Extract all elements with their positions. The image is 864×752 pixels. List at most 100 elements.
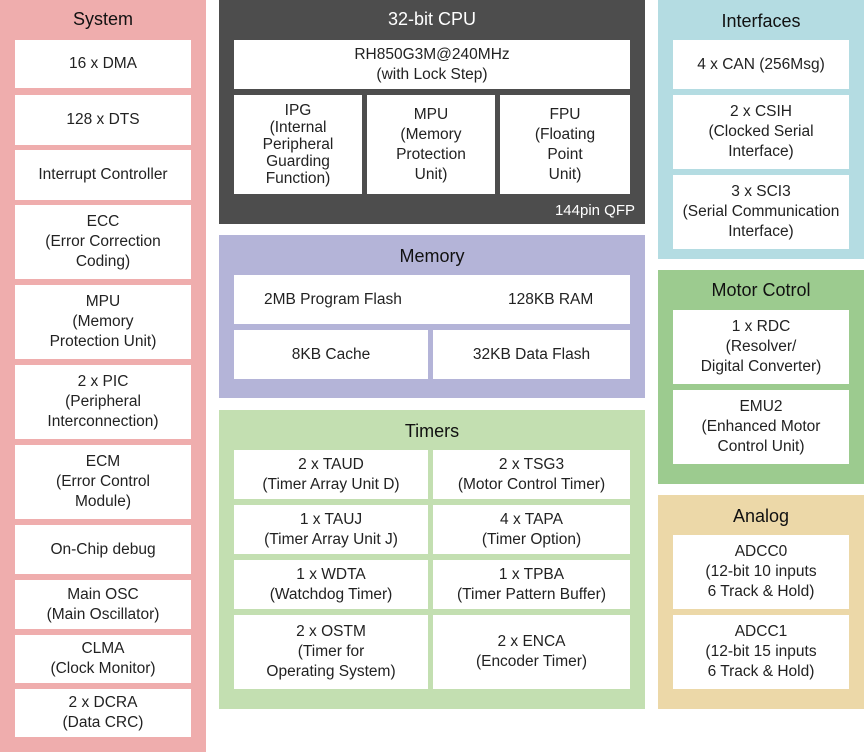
system-item: CLMA (Clock Monitor): [15, 635, 191, 683]
timer-item: 1 x TAUJ (Timer Array Unit J): [234, 505, 428, 554]
timer-item: 1 x WDTA (Watchdog Timer): [234, 560, 428, 609]
box-text-line: Point: [547, 145, 583, 163]
box-text-line: (Timer Array Unit D): [262, 475, 400, 493]
box-text-line: Protection Unit): [49, 333, 157, 350]
box-text-line: MPU: [413, 105, 449, 123]
ram: 128KB RAM: [508, 291, 594, 308]
timer-item: 2 x TAUD (Timer Array Unit D): [234, 450, 428, 499]
box-text-line: (Internal: [269, 119, 327, 136]
system-item: On-Chip debug: [15, 525, 191, 574]
memory-title: Memory: [399, 246, 465, 266]
memory-panel: Memory 2MB Program Flash 128KB RAM 8KB C…: [219, 235, 645, 398]
box-text-line: (Timer Option): [481, 530, 582, 548]
box-text-line: Interconnection): [47, 413, 159, 430]
timer-item: 1 x TPBA (Timer Pattern Buffer): [433, 560, 630, 609]
timer-item: 2 x ENCA (Encoder Timer): [433, 615, 630, 689]
box-text-line: (Peripheral: [65, 393, 141, 410]
box-text-line: ADCC1: [734, 623, 788, 640]
box-text-line: (Error Control: [56, 473, 150, 490]
box-text-line: 2 x PIC: [77, 373, 129, 390]
box-text-line: Peripheral: [262, 136, 334, 153]
box-text-line: (Error Correction: [45, 233, 161, 250]
interface-item: 4 x CAN (256Msg): [673, 40, 849, 89]
box-text-line: (Resolver/: [725, 338, 797, 355]
box-text-line: 1 x TPBA: [498, 565, 565, 583]
package-label: 144pin QFP: [554, 202, 635, 219]
box-text-line: (Memory: [400, 125, 462, 143]
box-text-line: (Encoder Timer): [475, 653, 588, 670]
box-text-line: 2 x TAUD: [298, 455, 364, 473]
box-text-line: 3 x SCI3: [731, 183, 791, 200]
box-text-line: IPG: [284, 102, 312, 119]
box-text-line: 6 Track & Hold): [707, 663, 815, 680]
box-text-line: 4 x TAPA: [500, 510, 563, 528]
box-text-line: Control Unit): [717, 438, 805, 455]
box-text-line: Guarding: [266, 153, 330, 170]
box-text-line: (Motor Control Timer): [457, 475, 606, 493]
box-text-line: (Timer Array Unit J): [264, 530, 398, 548]
box-text-line: 1 x TAUJ: [299, 510, 363, 528]
box-text-line: (Clocked Serial: [708, 123, 814, 140]
box-text-line: 4 x CAN (256Msg): [697, 55, 825, 73]
box-text-line: FPU: [549, 105, 581, 123]
cpu-panel: 32-bit CPU RH850G3M@240MHz(with Lock Ste…: [219, 0, 645, 224]
data-flash-label: 32KB Data Flash: [472, 345, 591, 363]
motor-control-panel: Motor Cotrol 1 x RDC(Resolver/Digital Co…: [658, 270, 864, 484]
box-text-line: 16 x DMA: [68, 55, 138, 72]
system-item: Main OSC(Main Oscillator): [15, 580, 191, 629]
box-text-line: Interrupt Controller: [38, 166, 168, 183]
box-text-line: (12-bit 10 inputs: [705, 563, 817, 580]
box-text-line: 2 x OSTM: [296, 623, 366, 640]
box-text-line: CLMA: [81, 640, 125, 657]
timer-item: 4 x TAPA (Timer Option): [433, 505, 630, 554]
cpu-core: RH850G3M@240MHz(with Lock Step): [234, 40, 630, 89]
box-text-line: RH850G3M@240MHz: [354, 45, 510, 63]
cpu-title: 32-bit CPU: [387, 9, 477, 29]
cache-label: 8KB Cache: [291, 345, 371, 363]
motor-control-title: Motor Cotrol: [711, 280, 811, 300]
box-text-line: Unit): [548, 165, 582, 183]
box-text-line: (Floating: [534, 125, 596, 143]
box-text-line: Coding): [75, 253, 131, 270]
timer-item: 2 x TSG3 (Motor Control Timer): [433, 450, 630, 499]
box-text-line: (Timer Pattern Buffer): [456, 585, 606, 603]
box-text-line: 2 x ENCA: [497, 633, 566, 650]
timers-panel: Timers 2 x TAUD(Timer Array Unit D) 2 x …: [219, 410, 645, 709]
system-item: 128 x DTS: [15, 95, 191, 145]
box-text-line: (Watchdog Timer): [269, 585, 393, 603]
box-text-line: Protection: [396, 145, 466, 163]
box-text-line: Interface): [728, 223, 794, 240]
box-text-line: (Data CRC): [62, 714, 144, 731]
system-panel: System 16 x DMA 128 x DTS Interrupt Cont…: [0, 0, 206, 752]
box-text-line: (Main Oscillator): [46, 605, 160, 623]
box-text-line: On-Chip debug: [50, 540, 156, 558]
box-text-line: 6 Track & Hold): [707, 583, 815, 600]
system-item: 2 x DCRA(Data CRC): [15, 689, 191, 737]
box-text-line: 1 x RDC: [731, 318, 791, 335]
box-text-line: 2 x TSG3: [498, 455, 565, 473]
box-text-line: Operating System): [266, 663, 396, 680]
box-text-line: Module): [75, 493, 131, 510]
analog-title: Analog: [732, 506, 790, 526]
box-text-line: (Serial Communication: [682, 203, 840, 220]
box-text-line: (12-bit 15 inputs: [705, 643, 817, 660]
analog-item: ADCC1 (12-bit 15 inputs 6 Track & Hold): [673, 615, 849, 689]
box-text-line: Function): [265, 170, 331, 187]
box-text-line: 128 x DTS: [66, 111, 140, 128]
box-text-line: 2 x CSIH: [729, 103, 792, 120]
box-text-line: ECC: [86, 213, 120, 230]
program-flash: 2MB Program Flash: [264, 291, 402, 308]
box-text-line: 1 x WDTA: [296, 565, 366, 583]
box-text-line: (Clock Monitor): [50, 660, 156, 677]
system-item: 16 x DMA: [15, 40, 191, 88]
